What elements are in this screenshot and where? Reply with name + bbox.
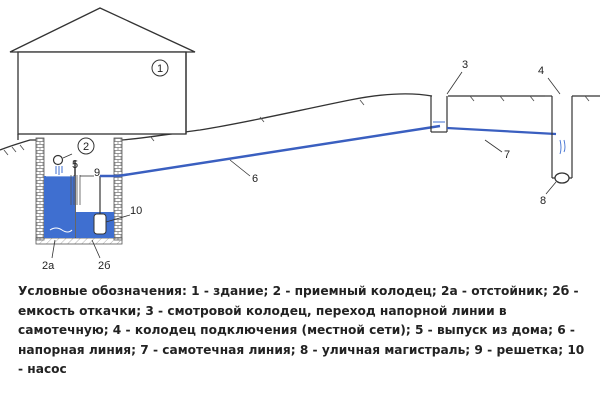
- house-outlet: 5: [52, 153, 78, 175]
- label-inspection-well: 3: [462, 59, 468, 71]
- building: 1: [9, 7, 196, 140]
- inspection-well: 3: [430, 59, 468, 133]
- gravity-line: 7: [446, 126, 557, 161]
- label-building: 1: [157, 63, 163, 75]
- grate: 9: [70, 167, 100, 205]
- ground-hatch: [3, 95, 590, 156]
- label-pumping-tank: 2б: [98, 260, 110, 272]
- label-pressure-line: 6: [252, 173, 258, 185]
- sewage-scheme-diagram: 1 2 5 9 10 6: [0, 7, 600, 272]
- ground-line: [0, 93, 600, 151]
- label-settler: 2а: [42, 260, 55, 272]
- pressure-line: 6: [100, 124, 441, 185]
- label-street-main: 8: [540, 195, 546, 207]
- label-connection-well: 4: [538, 65, 544, 77]
- connection-well: 4: [538, 65, 573, 179]
- settler-label: 2а: [42, 239, 56, 272]
- label-grate: 9: [94, 167, 100, 179]
- label-receiving-well: 2: [83, 141, 89, 153]
- label-gravity-line: 7: [504, 149, 510, 161]
- tank-label: 2б: [91, 239, 110, 272]
- legend-text: Условные обозначения: 1 - здание; 2 - пр…: [18, 284, 585, 376]
- street-main: 8: [540, 172, 570, 207]
- receiving-well: 2: [35, 137, 123, 245]
- settler-water: [44, 176, 75, 238]
- pump: 10: [93, 176, 142, 235]
- label-house-outlet: 5: [72, 159, 78, 171]
- label-pump: 10: [130, 205, 142, 217]
